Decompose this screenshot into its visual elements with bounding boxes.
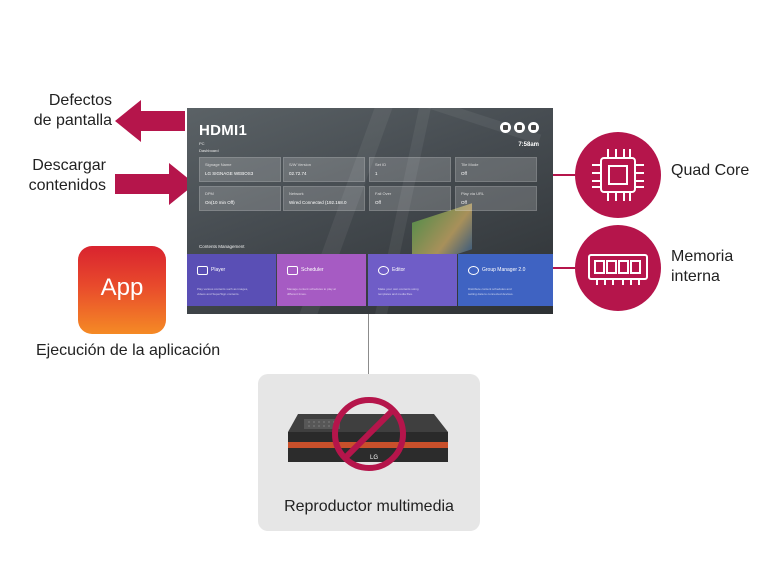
player-icon bbox=[197, 266, 208, 275]
download-content-arrow bbox=[115, 163, 195, 205]
quad-core-label: Quad Core bbox=[671, 162, 750, 179]
screen-input-icon[interactable] bbox=[500, 122, 511, 133]
screen-subtitle: PC bbox=[199, 141, 205, 146]
display-defects-arrow bbox=[115, 100, 185, 142]
memory-badge bbox=[575, 225, 661, 311]
media-player-panel: LG Reproductor multimedia bbox=[258, 374, 480, 531]
screen-section: Dashboard bbox=[199, 148, 219, 153]
group-manager-icon bbox=[468, 266, 479, 275]
memory-module-icon bbox=[588, 254, 648, 285]
cpu-chip-icon bbox=[592, 149, 644, 201]
media-player-connector bbox=[368, 314, 369, 374]
quad-core-badge bbox=[575, 132, 661, 218]
app-icon: App bbox=[78, 246, 166, 334]
screen-time: 7:58am bbox=[518, 142, 539, 148]
screen-title: HDMI1 bbox=[199, 122, 248, 139]
scheduler-card[interactable]: Scheduler Manage content schedules to pl… bbox=[277, 254, 366, 306]
screen-settings-icon[interactable] bbox=[528, 122, 539, 133]
editor-card[interactable]: Editor Make your own contents using temp… bbox=[368, 254, 457, 306]
app-icon-text: App bbox=[100, 274, 144, 301]
player-card[interactable]: Player Play various contents such as ima… bbox=[187, 254, 276, 306]
screen-toolbar bbox=[500, 122, 539, 133]
media-player-label: Reproductor multimedia bbox=[284, 498, 454, 515]
group-manager-card[interactable]: Group Manager 2.0 Distribute content sch… bbox=[458, 254, 553, 306]
memory-label: Memoria interna bbox=[671, 248, 734, 285]
app-execution-label: Ejecución de la aplicación bbox=[36, 342, 221, 359]
screen-refresh-icon[interactable] bbox=[514, 122, 525, 133]
quad-core-connector bbox=[553, 174, 575, 176]
display-defects-label: Defectos de pantalla bbox=[33, 92, 112, 129]
scheduler-icon bbox=[287, 266, 298, 275]
editor-icon bbox=[378, 266, 389, 275]
media-player-brand: LG bbox=[370, 455, 379, 461]
contents-management-label: Contents Management bbox=[199, 244, 245, 249]
download-content-label: Descargar contenidos bbox=[28, 157, 106, 194]
media-player-device-icon bbox=[288, 397, 448, 471]
memory-connector bbox=[553, 267, 575, 269]
